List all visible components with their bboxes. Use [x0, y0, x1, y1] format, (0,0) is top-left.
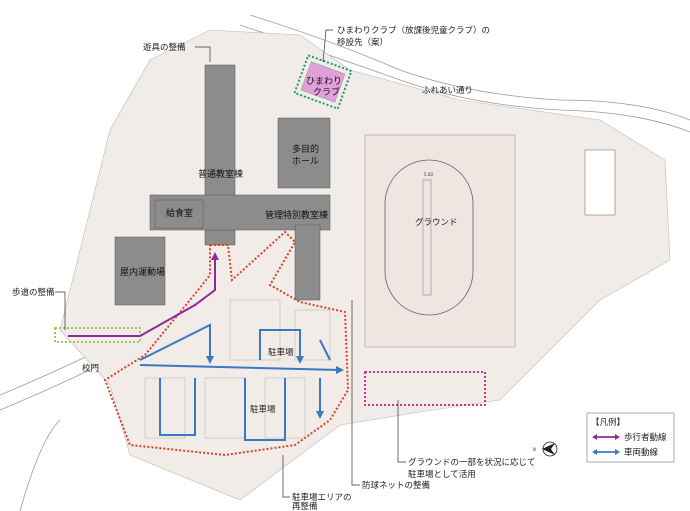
north-arrow-icon: N — [533, 441, 558, 457]
parking-area-boundary — [103, 230, 350, 457]
track-dimension: 5.00 — [424, 172, 433, 177]
label-kitchen: 給食室 — [166, 207, 193, 219]
label-classroom-building: 普通教室棟 — [198, 168, 243, 180]
label-club-relocation-2: 移設先（案） — [337, 37, 388, 48]
legend: 【凡例】 歩行者動線 車両動線 — [586, 412, 675, 463]
running-track — [384, 159, 474, 316]
legend-label-vehicle: 車両動線 — [624, 447, 659, 458]
label-ground-parking-1: グラウンドの一部を状況に応じて — [408, 457, 536, 468]
label-sidewalk: 歩道の整備 — [12, 287, 55, 298]
leader-lines — [55, 29, 406, 498]
legend-title: 【凡例】 — [591, 417, 625, 428]
ground-parking-zone — [364, 371, 486, 406]
label-parking-area-1: 駐車場エリアの — [292, 492, 352, 503]
pedestrian-arrowhead — [211, 252, 219, 260]
label-ground: グラウンド — [415, 217, 458, 228]
vehicle-route — [139, 323, 341, 441]
club-name-line1: ひまわり — [306, 76, 342, 87]
right-facility — [584, 149, 616, 216]
label-ground-parking-2: 駐車場として活用 — [408, 469, 476, 480]
label-admin-building: 管理特別教室棟 — [265, 209, 328, 221]
vehicle-arrowheads — [206, 356, 344, 419]
admin-wing — [294, 224, 321, 301]
club-name-line2: クラブ — [313, 86, 340, 98]
pedestrian-route — [68, 258, 216, 337]
label-hall-1: 多目的 — [292, 143, 319, 155]
buildings — [114, 64, 331, 306]
legend-pedestrian: 歩行者動線 — [592, 432, 667, 443]
label-gate: 校門 — [82, 363, 99, 374]
label-playground: 遊具の整備 — [143, 42, 186, 53]
label-gym: 屋内運動場 — [120, 266, 165, 278]
label-parking-1: 駐車場 — [268, 347, 294, 358]
legend-label-pedestrian: 歩行者動線 — [624, 432, 667, 443]
label-parking-area-2: 再整備 — [292, 501, 318, 511]
label-club-relocation-1: ひまわりクラブ（放課後児童クラブ）の — [337, 25, 490, 36]
label-net: 防球ネットの整備 — [362, 480, 431, 491]
label-parking-2: 駐車場 — [250, 404, 276, 415]
label-hall-2: ホール — [292, 156, 319, 167]
straight-lanes — [422, 179, 432, 296]
multipurpose-hall — [277, 117, 331, 189]
svg-text:N: N — [533, 447, 536, 452]
gym-building — [114, 236, 166, 306]
kitchen-building — [154, 199, 204, 229]
ground-field — [364, 134, 516, 348]
legend-vehicle: 車両動線 — [592, 447, 659, 458]
label-street: ふれあい通り — [422, 85, 473, 96]
